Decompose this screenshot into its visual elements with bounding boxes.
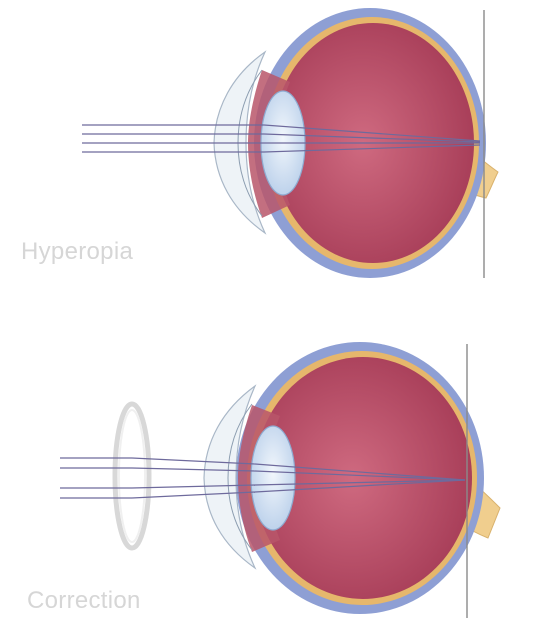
correction-caption: Correction (27, 587, 141, 615)
crystalline-lens-icon (251, 426, 295, 530)
correction-panel (0, 330, 544, 630)
hyperopia-panel: Hyperopia (0, 0, 544, 300)
hyperopia-caption: Hyperopia (21, 238, 133, 266)
convex-lens-icon (115, 404, 149, 548)
correction-eye-diagram (0, 330, 544, 630)
